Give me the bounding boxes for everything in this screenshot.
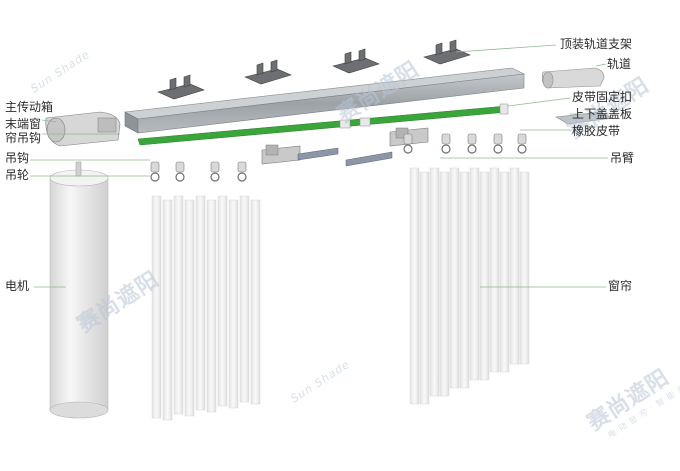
hook-pulley: [403, 133, 413, 154]
label-belt-clip: 皮带固定扣: [572, 90, 633, 104]
pulley: [237, 161, 247, 173]
hook: [237, 172, 247, 182]
curtain-slat: [151, 195, 162, 419]
label-rubber-belt: 橡胶皮带: [572, 124, 621, 138]
hook: [150, 172, 160, 182]
hook: [210, 172, 220, 182]
hook: [493, 144, 503, 154]
curtain-slat: [449, 167, 460, 389]
label-cover-plate: 上下盖盖板: [572, 107, 633, 121]
label-end-hook-1: 末端窗: [5, 117, 42, 131]
curtain-slat: [217, 195, 228, 407]
bracket-3: [332, 48, 380, 74]
hook-pulley: [237, 161, 247, 182]
hook: [403, 144, 413, 154]
curtain-slat: [409, 167, 420, 405]
label-motor: 电机: [5, 279, 30, 293]
pulley: [403, 133, 413, 145]
curtain-slat: [479, 171, 490, 381]
hook-pulley: [467, 133, 477, 154]
hooks-and-pulleys: [150, 133, 527, 182]
top-mount-brackets: [157, 39, 471, 100]
main-gearbox: [45, 111, 121, 147]
curtain-slat: [206, 199, 217, 413]
curtain-slat: [173, 195, 184, 415]
curtain-slat: [459, 171, 470, 389]
curtain-slat: [239, 195, 250, 403]
label-hanging-arm: 吊臂: [610, 151, 635, 165]
label-top-bracket: 顶装轨道支架: [560, 37, 633, 51]
hook: [467, 144, 477, 154]
hook: [517, 144, 527, 154]
hook-pulley: [175, 161, 185, 182]
hook-pulley: [493, 133, 503, 154]
label-hook: 吊钩: [5, 151, 30, 165]
hook: [175, 172, 185, 182]
hook: [441, 144, 451, 154]
curtain-slat: [499, 171, 510, 373]
leader-lines: [30, 44, 608, 288]
label-rail: 轨道: [607, 57, 632, 71]
curtain-slat: [469, 167, 480, 381]
pulley: [210, 161, 220, 173]
rail: [124, 67, 526, 134]
pulley: [493, 133, 503, 145]
hanging-arms: [261, 127, 429, 167]
curtain-slat: [195, 195, 206, 411]
rail-end-cap: [541, 67, 605, 89]
curtain-slat: [439, 171, 450, 397]
curtain-right-panels: [409, 167, 530, 405]
label-curtain: 窗帘: [608, 279, 633, 293]
hook-pulley: [517, 133, 527, 154]
pulley: [175, 161, 185, 173]
curtain-slat: [489, 167, 500, 373]
bracket-2: [244, 59, 292, 85]
label-end-hook-2: 帘吊钩: [5, 131, 42, 145]
pulley: [150, 161, 160, 173]
motor: [49, 161, 109, 419]
curtain-slat: [184, 199, 195, 417]
curtain-left-panels: [151, 195, 261, 421]
hook-pulley: [210, 161, 220, 182]
curtain-slat: [162, 199, 173, 421]
curtain-slat: [509, 167, 520, 365]
curtain-slat: [519, 171, 530, 365]
label-pulley: 吊轮: [5, 168, 30, 182]
pulley: [467, 133, 477, 145]
bracket-1: [157, 74, 205, 100]
pulley: [517, 133, 527, 145]
curtain-slat: [228, 199, 239, 409]
curtain-slat: [419, 171, 430, 405]
hook-pulley: [441, 133, 451, 154]
hook-pulley: [150, 161, 160, 182]
curtain-slat: [250, 199, 261, 405]
label-gearbox: 主传动箱: [5, 100, 54, 114]
rubber-belt: [137, 103, 509, 146]
bracket-4: [423, 39, 471, 65]
curtain-slat: [429, 167, 440, 397]
pulley: [441, 133, 451, 145]
